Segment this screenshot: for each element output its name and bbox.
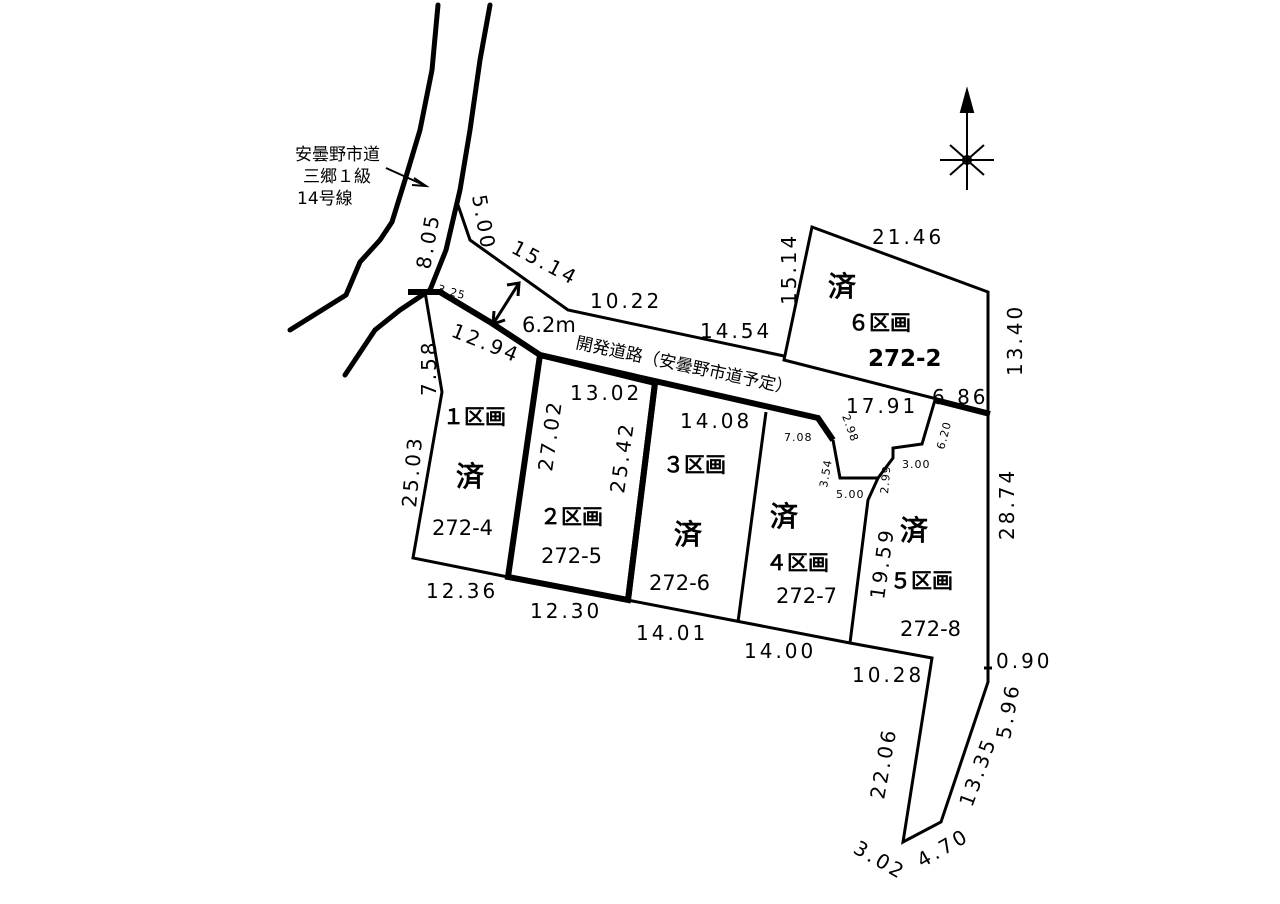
city-road-edge-west	[287, 2, 441, 333]
dim-label: 10.28	[852, 663, 924, 687]
dim-label: 6.20	[934, 420, 954, 451]
dim-label: 12.30	[530, 599, 602, 623]
dim-label: 3.00	[902, 458, 931, 471]
lot-2-3-divider	[625, 382, 658, 601]
lot-3-4-divider	[736, 411, 768, 623]
lot-6-number: 272-2	[868, 346, 942, 372]
lot-2-number: 272-5	[541, 544, 602, 568]
dim-label: 3.54	[817, 458, 835, 488]
lot-3-status: 済	[674, 518, 703, 551]
lot-1-boundary	[411, 291, 509, 579]
dim-label: 10.22	[590, 289, 662, 313]
lot-5-number: 272-8	[900, 617, 961, 641]
lot-3-section: ３区画	[663, 453, 726, 477]
dim-label: 12.36	[426, 579, 498, 603]
dim-label: 0.90	[996, 649, 1053, 673]
dim-label: 13.40	[1003, 304, 1027, 376]
dim-label: 14.00	[744, 639, 816, 663]
dim-label: 28.74	[995, 468, 1019, 540]
lot-4-status: 済	[770, 500, 799, 533]
road-width-arrow	[491, 281, 521, 327]
lot-6: 済 ６区画 272-2	[828, 270, 942, 372]
lot-1-section: １区画	[443, 405, 506, 429]
dim-label: 17.91	[846, 394, 918, 418]
city-road-edge-east	[342, 2, 493, 378]
dim-label: 13.02	[570, 381, 642, 405]
dim-label: 14.54	[700, 319, 772, 343]
lot-1: １区画 済 272-4	[432, 405, 506, 540]
road-south-edge-east	[934, 397, 991, 417]
dim-label: 5.00	[467, 193, 500, 253]
dim-label: 15.14	[777, 233, 801, 305]
dim-label: 2.99	[878, 465, 893, 495]
lot-3: ３区画 済 272-6	[649, 453, 726, 595]
north-arrow-icon	[940, 86, 994, 190]
notch-boundary	[831, 399, 937, 480]
dim-label: 6.86	[932, 385, 989, 409]
lot-5-status: 済	[900, 514, 929, 547]
lot-4-section: ４区画	[766, 551, 829, 575]
city-road-name: 安曇野市道	[295, 145, 380, 165]
parcel-lines	[411, 204, 992, 845]
dim-label: 12.94	[448, 318, 524, 367]
dim-label: 5.96	[991, 681, 1024, 741]
lot-4-5-divider	[848, 477, 880, 644]
city-road	[287, 2, 493, 378]
city-road-class: 三郷１級	[303, 167, 371, 187]
city-road-number: 14号線	[297, 189, 353, 209]
lot-1-number: 272-4	[432, 516, 493, 540]
dim-label: 7.08	[784, 431, 813, 444]
dim-label: 22.06	[865, 726, 901, 801]
lot-6-section: ６区画	[848, 311, 911, 335]
road-south-edge	[408, 289, 836, 442]
city-road-leader	[385, 167, 430, 188]
dim-label: 7.58	[417, 339, 441, 396]
road-width-label: 6.2m	[522, 313, 576, 337]
dim-label: 25.42	[605, 420, 639, 495]
lot-6-status: 済	[828, 270, 857, 303]
dim-label: 27.02	[533, 398, 567, 473]
lot-5-section: ５区画	[890, 569, 953, 593]
lot-1-status: 済	[456, 460, 485, 493]
dim-label: 14.08	[680, 409, 752, 433]
lot-3-number: 272-6	[649, 571, 710, 595]
dim-label: 13.35	[954, 734, 1001, 810]
lot-5: 済 ５区画 272-8	[890, 514, 961, 641]
lot-4: 済 ４区画 272-7	[766, 500, 837, 608]
lot-2: ２区画 272-5	[540, 505, 603, 568]
dim-label: 14.01	[636, 621, 708, 645]
lot-2-section: ２区画	[540, 505, 603, 529]
heavy-lines	[408, 289, 991, 604]
road-north-edge	[456, 204, 785, 358]
dim-label: 3.02	[850, 836, 911, 885]
dim-label: 21.46	[872, 225, 944, 249]
dim-label: 5.00	[836, 488, 865, 501]
lot-4-number: 272-7	[776, 584, 837, 608]
city-road-label: 安曇野市道 三郷１級 14号線	[295, 145, 380, 209]
